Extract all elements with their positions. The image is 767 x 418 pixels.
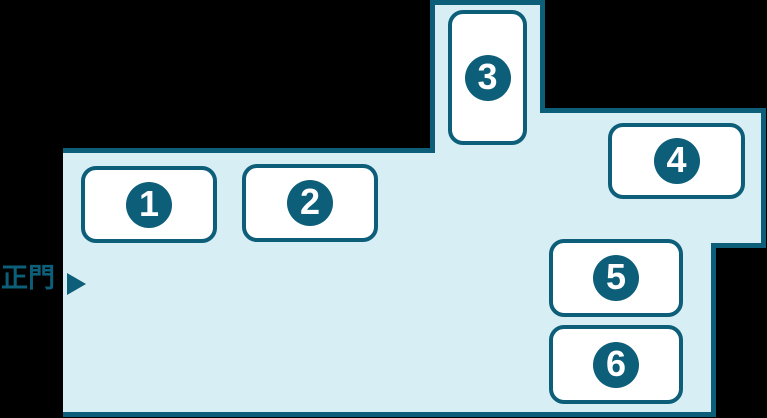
building-4-number-badge: 4 xyxy=(653,138,700,184)
building-6: 6 xyxy=(549,325,683,404)
building-3: 3 xyxy=(448,10,527,145)
building-2-number-badge: 2 xyxy=(287,180,333,226)
gate-arrow-icon xyxy=(67,273,86,295)
building-1: 1 xyxy=(81,166,217,243)
building-3-number-badge: 3 xyxy=(464,54,511,101)
grounds-outline xyxy=(63,0,766,417)
building-6-number-badge: 6 xyxy=(593,341,639,388)
building-1-number-badge: 1 xyxy=(126,181,172,228)
building-5-number-badge: 5 xyxy=(593,255,639,301)
building-5: 5 xyxy=(549,239,683,317)
building-4: 4 xyxy=(608,123,745,199)
building-2: 2 xyxy=(242,164,378,242)
main-gate-label: 正門 xyxy=(1,263,55,293)
